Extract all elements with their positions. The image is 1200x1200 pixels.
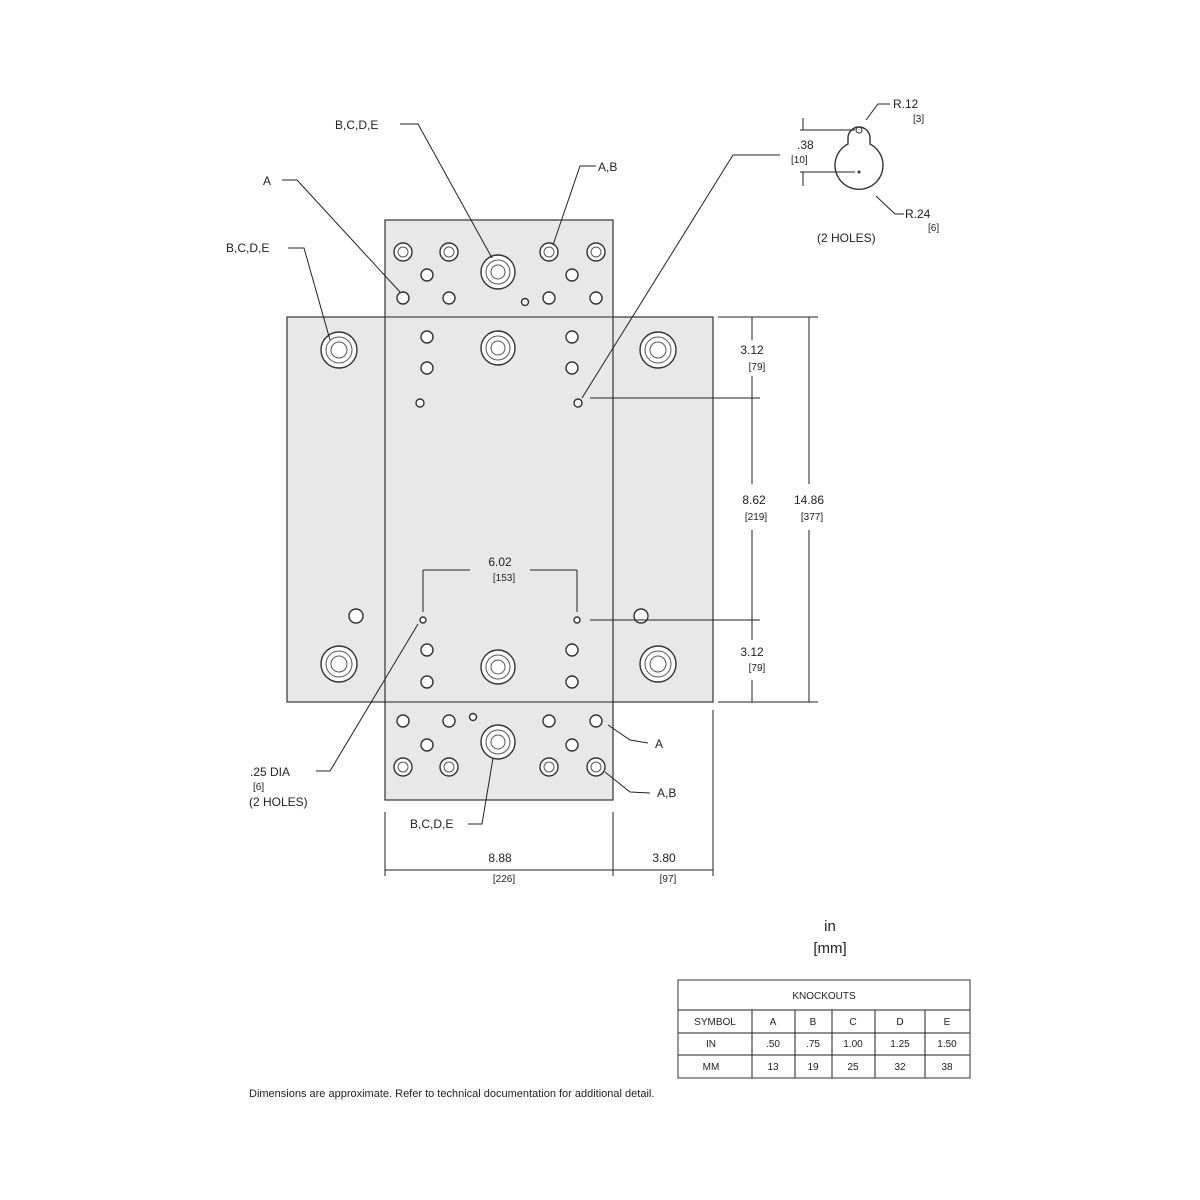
dim-overall-height: 14.86: [794, 493, 824, 507]
tall-plate: [384, 219, 614, 801]
units-millimeters: [mm]: [813, 940, 847, 957]
dim-middle: 8.62: [742, 493, 766, 507]
dim-top-gap-mm: [79]: [749, 362, 766, 373]
table-cell: IN: [706, 1039, 716, 1050]
label-hole-count-left: (2 HOLES): [249, 795, 308, 809]
keyhole-detail: [800, 103, 904, 215]
dim-overall-height-mm: [377]: [801, 512, 823, 523]
table-cell: .75: [806, 1039, 820, 1050]
dimension-lines: [384, 316, 818, 876]
dim-width-center-mm: [226]: [493, 874, 515, 885]
label-bcde-bottom: B,C,D,E: [410, 817, 453, 831]
dim-top-gap: 3.12: [740, 343, 764, 357]
table-cell: MM: [703, 1062, 720, 1073]
label-bcde-left: B,C,D,E: [226, 241, 269, 255]
table-cell: 25: [847, 1062, 859, 1073]
dim-width-side: 3.80: [652, 851, 676, 865]
keyhole-r-large: R.24: [905, 207, 931, 221]
label-ab-top-right: A,B: [598, 160, 617, 174]
units-legend: in [mm]: [780, 916, 880, 960]
table-header-cell: C: [849, 1017, 856, 1028]
table-header-cell: D: [896, 1017, 903, 1028]
table-cell: .50: [766, 1039, 780, 1050]
dim-hole-spacing: 6.02: [488, 555, 512, 569]
top-hole-pattern: [393, 242, 606, 307]
label-hole-dia-mm: [6]: [253, 782, 264, 793]
footnote: Dimensions are approximate. Refer to tec…: [249, 1088, 655, 1100]
table-cell: 32: [894, 1062, 906, 1073]
table-header-cell: E: [944, 1017, 951, 1028]
label-bcde-top-center: B,C,D,E: [335, 118, 378, 132]
keyhole-r-large-mm: [6]: [928, 223, 939, 234]
keyhole-offset-mm: [10]: [791, 155, 808, 166]
table-header-row: SYMBOL A B C D E: [694, 1017, 951, 1028]
upper-hole-pattern: [320, 330, 677, 408]
keyhole-r-small-mm: [3]: [913, 114, 924, 125]
label-ab-bottom-right: A,B: [657, 786, 676, 800]
leader-lines: [282, 123, 780, 825]
label-a-top: A: [263, 174, 271, 188]
table-header-cell: SYMBOL: [694, 1017, 736, 1028]
dim-hole-spacing-mm: [153]: [493, 573, 515, 584]
keyhole-count: (2 HOLES): [817, 231, 876, 245]
label-hole-dia: .25 DIA: [250, 765, 290, 779]
table-cell: 1.50: [937, 1039, 957, 1050]
keyhole-r-small: R.12: [893, 97, 919, 111]
dim-bottom-gap-mm: [79]: [749, 663, 766, 674]
label-a-bottom-right: A: [655, 737, 663, 751]
dim-middle-mm: [219]: [745, 512, 767, 523]
dim-width-center: 8.88: [488, 851, 512, 865]
units-inches: in: [824, 918, 836, 935]
table-cell: 19: [807, 1062, 819, 1073]
table-cell: 38: [941, 1062, 953, 1073]
table-cell: 1.00: [843, 1039, 863, 1050]
dim-bottom-gap: 3.12: [740, 645, 764, 659]
table-header-cell: A: [770, 1017, 777, 1028]
dim-width-side-mm: [97]: [660, 874, 677, 885]
table-title: KNOCKOUTS: [792, 991, 856, 1002]
keyhole-offset: .38: [797, 138, 814, 152]
knockouts-table: [677, 979, 971, 1079]
table-row: IN .50 .75 1.00 1.25 1.50: [706, 1039, 957, 1050]
table-header-cell: B: [810, 1017, 817, 1028]
lower-hole-pattern: [320, 608, 677, 689]
table-row: MM 13 19 25 32 38: [703, 1062, 953, 1073]
bottom-hole-pattern: [393, 712, 606, 777]
table-cell: 13: [767, 1062, 779, 1073]
table-cell: 1.25: [890, 1039, 910, 1050]
